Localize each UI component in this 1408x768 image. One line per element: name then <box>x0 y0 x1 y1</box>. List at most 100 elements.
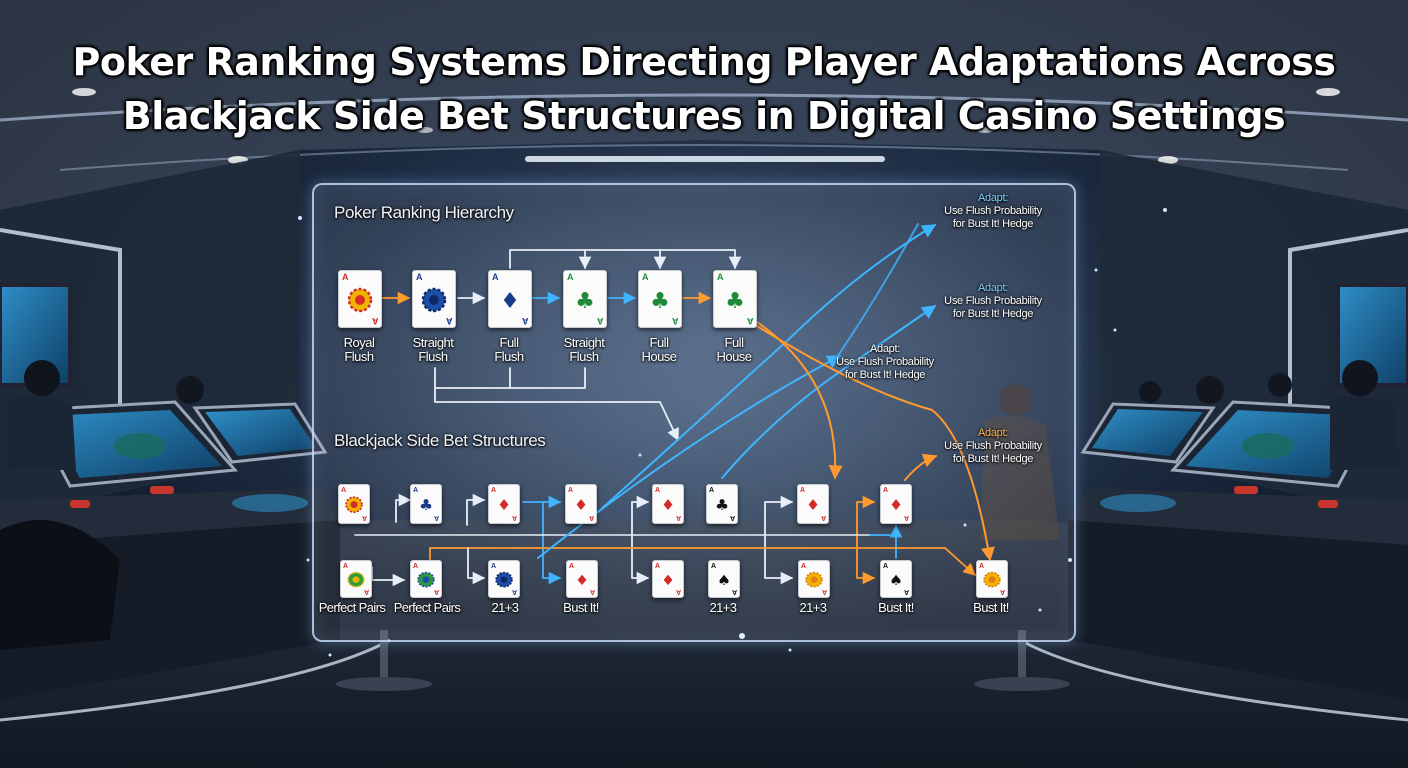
side-bet-label: 21+3 <box>491 600 519 615</box>
svg-text:♣: ♣ <box>715 496 729 514</box>
card-rank: A <box>413 563 419 570</box>
card-rank: A <box>589 588 595 595</box>
svg-text:♦: ♦ <box>889 496 903 514</box>
card-rank: A <box>717 272 724 282</box>
adaptation-note-1: Adapt: Use Flush Probability for Bust It… <box>933 192 1053 231</box>
poker-hand-label-line: House <box>641 349 677 364</box>
card-rank: A <box>903 588 909 595</box>
card-rank: A <box>801 563 807 570</box>
poker-hand-label-line: Straight <box>563 335 605 350</box>
adaptation-line: Use Flush Probability <box>944 205 1042 217</box>
side-bet-label: Bust It! <box>563 600 599 615</box>
card-rank: A <box>883 563 889 570</box>
poker-hand-label-line: Royal <box>343 335 375 350</box>
card-rank: A <box>433 514 439 521</box>
side-bet-label: Perfect Pairs <box>318 600 386 615</box>
card-rank: A <box>491 487 497 494</box>
adaptation-heading: Adapt: <box>977 192 1008 204</box>
card-rank: A <box>361 514 367 521</box>
poker-hand-label-line: Flush <box>569 349 599 364</box>
card-rank: A <box>343 563 349 570</box>
svg-text:♦: ♦ <box>574 496 588 514</box>
side-bet-card: ♦A A <box>652 560 684 598</box>
svg-text:♠: ♠ <box>889 572 903 589</box>
title-line-1: Poker Ranking Systems Directing Player A… <box>72 40 1336 84</box>
svg-text:♦: ♦ <box>497 496 511 514</box>
poker-hand-label-line: Flush <box>418 349 448 364</box>
blackjack-side-bets-heading: Blackjack Side Bet Structures <box>334 431 546 450</box>
poker-hand-card: ♣A A <box>638 270 682 328</box>
adaptation-line: for Bust It! Hedge <box>952 218 1034 230</box>
card-rank: A <box>371 316 379 326</box>
card-rank: A <box>642 272 649 282</box>
card-rank: A <box>363 588 369 595</box>
card-rank: A <box>588 514 594 521</box>
side-bet-label: Perfect Pairs <box>393 600 461 615</box>
side-bet-card: ♠A A <box>880 560 912 598</box>
card-rank: A <box>999 588 1005 595</box>
card-rank: A <box>675 514 681 521</box>
svg-text:♣: ♣ <box>419 496 433 514</box>
card-rank: A <box>511 588 517 595</box>
card-rank: A <box>821 588 827 595</box>
card-rank: A <box>413 487 419 494</box>
poker-hand-label-line: House <box>716 349 752 364</box>
card-rank: A <box>883 487 889 494</box>
adaptation-line: for Bust It! Hedge <box>952 453 1034 465</box>
svg-text:♠: ♠ <box>717 572 731 589</box>
card-rank: A <box>567 272 574 282</box>
card-rank: A <box>655 563 661 570</box>
card-rank: A <box>596 316 604 326</box>
adaptation-line: for Bust It! Hedge <box>844 369 926 381</box>
adaptation-line: Use Flush Probability <box>836 356 934 368</box>
card-rank: A <box>671 316 679 326</box>
adaptation-heading: Adapt: <box>977 427 1008 439</box>
card-rank: A <box>711 563 717 570</box>
adaptation-note-3: Adapt: Use Flush Probability for Bust It… <box>825 343 945 382</box>
card-rank: A <box>675 588 681 595</box>
side-bet-label: Bust It! <box>878 600 914 615</box>
adaptation-line: for Bust It! Hedge <box>952 308 1034 320</box>
card-rank: A <box>820 514 826 521</box>
adaptation-note-4: Adapt: Use Flush Probability for Bust It… <box>933 427 1053 466</box>
adaptation-line: Use Flush Probability <box>944 295 1042 307</box>
svg-text:♣: ♣ <box>650 289 670 314</box>
poker-hand-label-line: Straight <box>412 335 454 350</box>
svg-text:♣: ♣ <box>575 289 595 314</box>
adaptation-heading: Adapt: <box>869 343 900 355</box>
card-rank: A <box>341 487 347 494</box>
poker-hand-label-line: Flush <box>344 349 374 364</box>
poker-hand-card: ♣A A <box>563 270 607 328</box>
card-rank: A <box>416 272 423 282</box>
svg-text:♦: ♦ <box>575 572 589 589</box>
card-rank: A <box>709 487 715 494</box>
card-rank: A <box>492 272 499 282</box>
card-rank: A <box>655 487 661 494</box>
svg-text:♦: ♦ <box>806 496 820 514</box>
svg-text:♦: ♦ <box>661 572 675 589</box>
card-rank: A <box>903 514 909 521</box>
card-rank: A <box>746 316 754 326</box>
card-rank: A <box>521 316 529 326</box>
poker-hierarchy-heading: Poker Ranking Hierarchy <box>334 203 514 222</box>
